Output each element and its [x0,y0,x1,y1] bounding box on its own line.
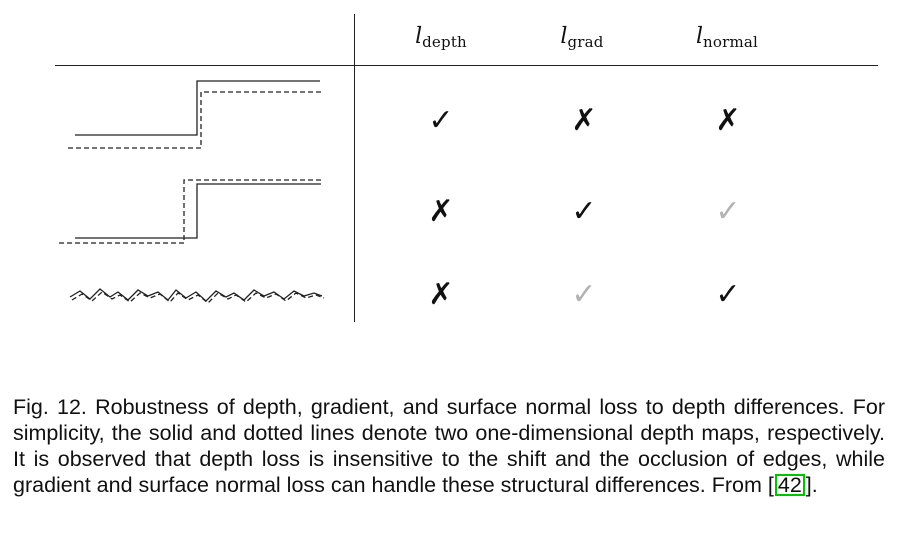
sketch-step-edge-shift [59,179,321,244]
mark-row2-normal: ✓ [715,194,741,229]
mark-row1-grad: ✗ [571,103,597,138]
subscript-normal: normal [703,33,759,51]
mark-row1-normal: ✗ [715,103,741,138]
citation-bracket-close: ] [805,472,812,497]
sketch-step-vertical-shift [68,80,322,149]
math-symbol-l: l [695,24,704,49]
caption-text: Fig. 12. Robustness of depth, gradient, … [13,394,885,497]
table-header-rule [55,65,878,66]
mark-row2-depth: ✗ [428,194,454,229]
mark-row1-depth: ✓ [428,103,454,138]
column-header-l-normal: lnormal [696,24,758,51]
math-symbol-l: l [560,24,568,49]
figure-caption: Fig. 12. Robustness of depth, gradient, … [13,394,885,498]
caption-period: . [811,472,818,497]
subscript-grad: grad [567,33,604,51]
citation-bracket-open: [ [767,472,774,497]
column-header-l-grad: lgrad [560,24,603,51]
column-header-l-depth: ldepth [415,24,467,51]
math-symbol-l: l [415,24,423,49]
citation-link-42[interactable]: 42 [774,473,805,496]
mark-row3-grad: ✓ [571,277,597,312]
mark-row2-grad: ✓ [571,194,597,229]
sketch-zigzag-noise [69,288,325,304]
table-vertical-divider [354,14,355,322]
subscript-depth: depth [422,33,467,51]
mark-row3-depth: ✗ [428,277,454,312]
mark-row3-normal: ✓ [715,277,741,312]
